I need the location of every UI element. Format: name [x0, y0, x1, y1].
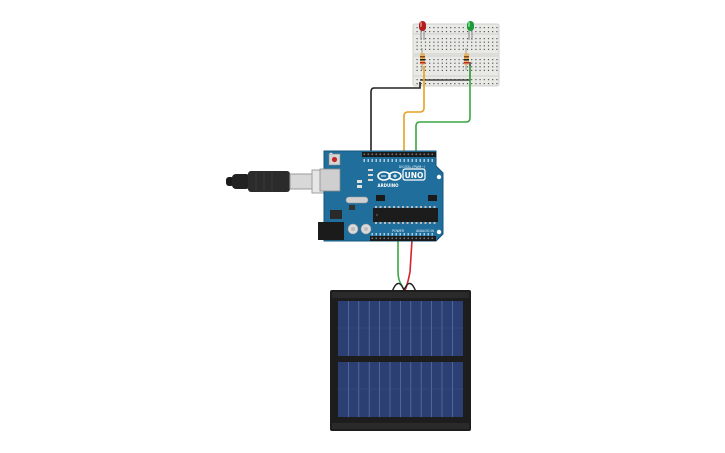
solar-panel[interactable] — [330, 290, 471, 431]
wires — [370, 62, 471, 293]
crystal-oscillator — [345, 196, 369, 204]
digital-header-pins — [363, 153, 434, 156]
power-analog-header[interactable] — [370, 236, 436, 241]
solar-cells — [338, 301, 463, 417]
power-analog-header-pins — [371, 237, 434, 240]
capacitors — [347, 223, 372, 235]
model-text: UNO — [405, 171, 424, 180]
board-usb-port — [319, 168, 341, 192]
power-label: POWER — [392, 229, 405, 233]
wire-green[interactable] — [415, 66, 471, 152]
dc-power-jack[interactable] — [318, 222, 344, 240]
digital-header[interactable] — [362, 152, 436, 157]
breadboard[interactable] — [412, 23, 500, 87]
wire-gnd[interactable] — [370, 82, 421, 152]
uno-badge: UNO — [402, 168, 426, 181]
resistor-left[interactable] — [420, 48, 425, 70]
wire-orange[interactable] — [403, 66, 425, 152]
brand-text: ARDUINO — [378, 183, 400, 188]
icsp-header — [376, 195, 437, 201]
led-red[interactable] — [419, 21, 426, 40]
pin-label-marks — [363, 159, 433, 236]
led-green[interactable] — [467, 21, 474, 40]
reset-button[interactable] — [328, 153, 341, 166]
digital-label: DIGITAL (PWM~) — [399, 165, 425, 169]
arduino-uno-board[interactable]: DIGITAL (PWM~) POWER ANALOG IN ARDUINO U… — [318, 150, 444, 242]
resistor-right[interactable] — [464, 48, 469, 70]
wire-solar-positive[interactable] — [403, 239, 413, 293]
arduino-logo-icon — [377, 171, 402, 181]
analog-label: ANALOG IN — [416, 229, 434, 233]
atmega-microcontroller-chip — [373, 206, 438, 224]
